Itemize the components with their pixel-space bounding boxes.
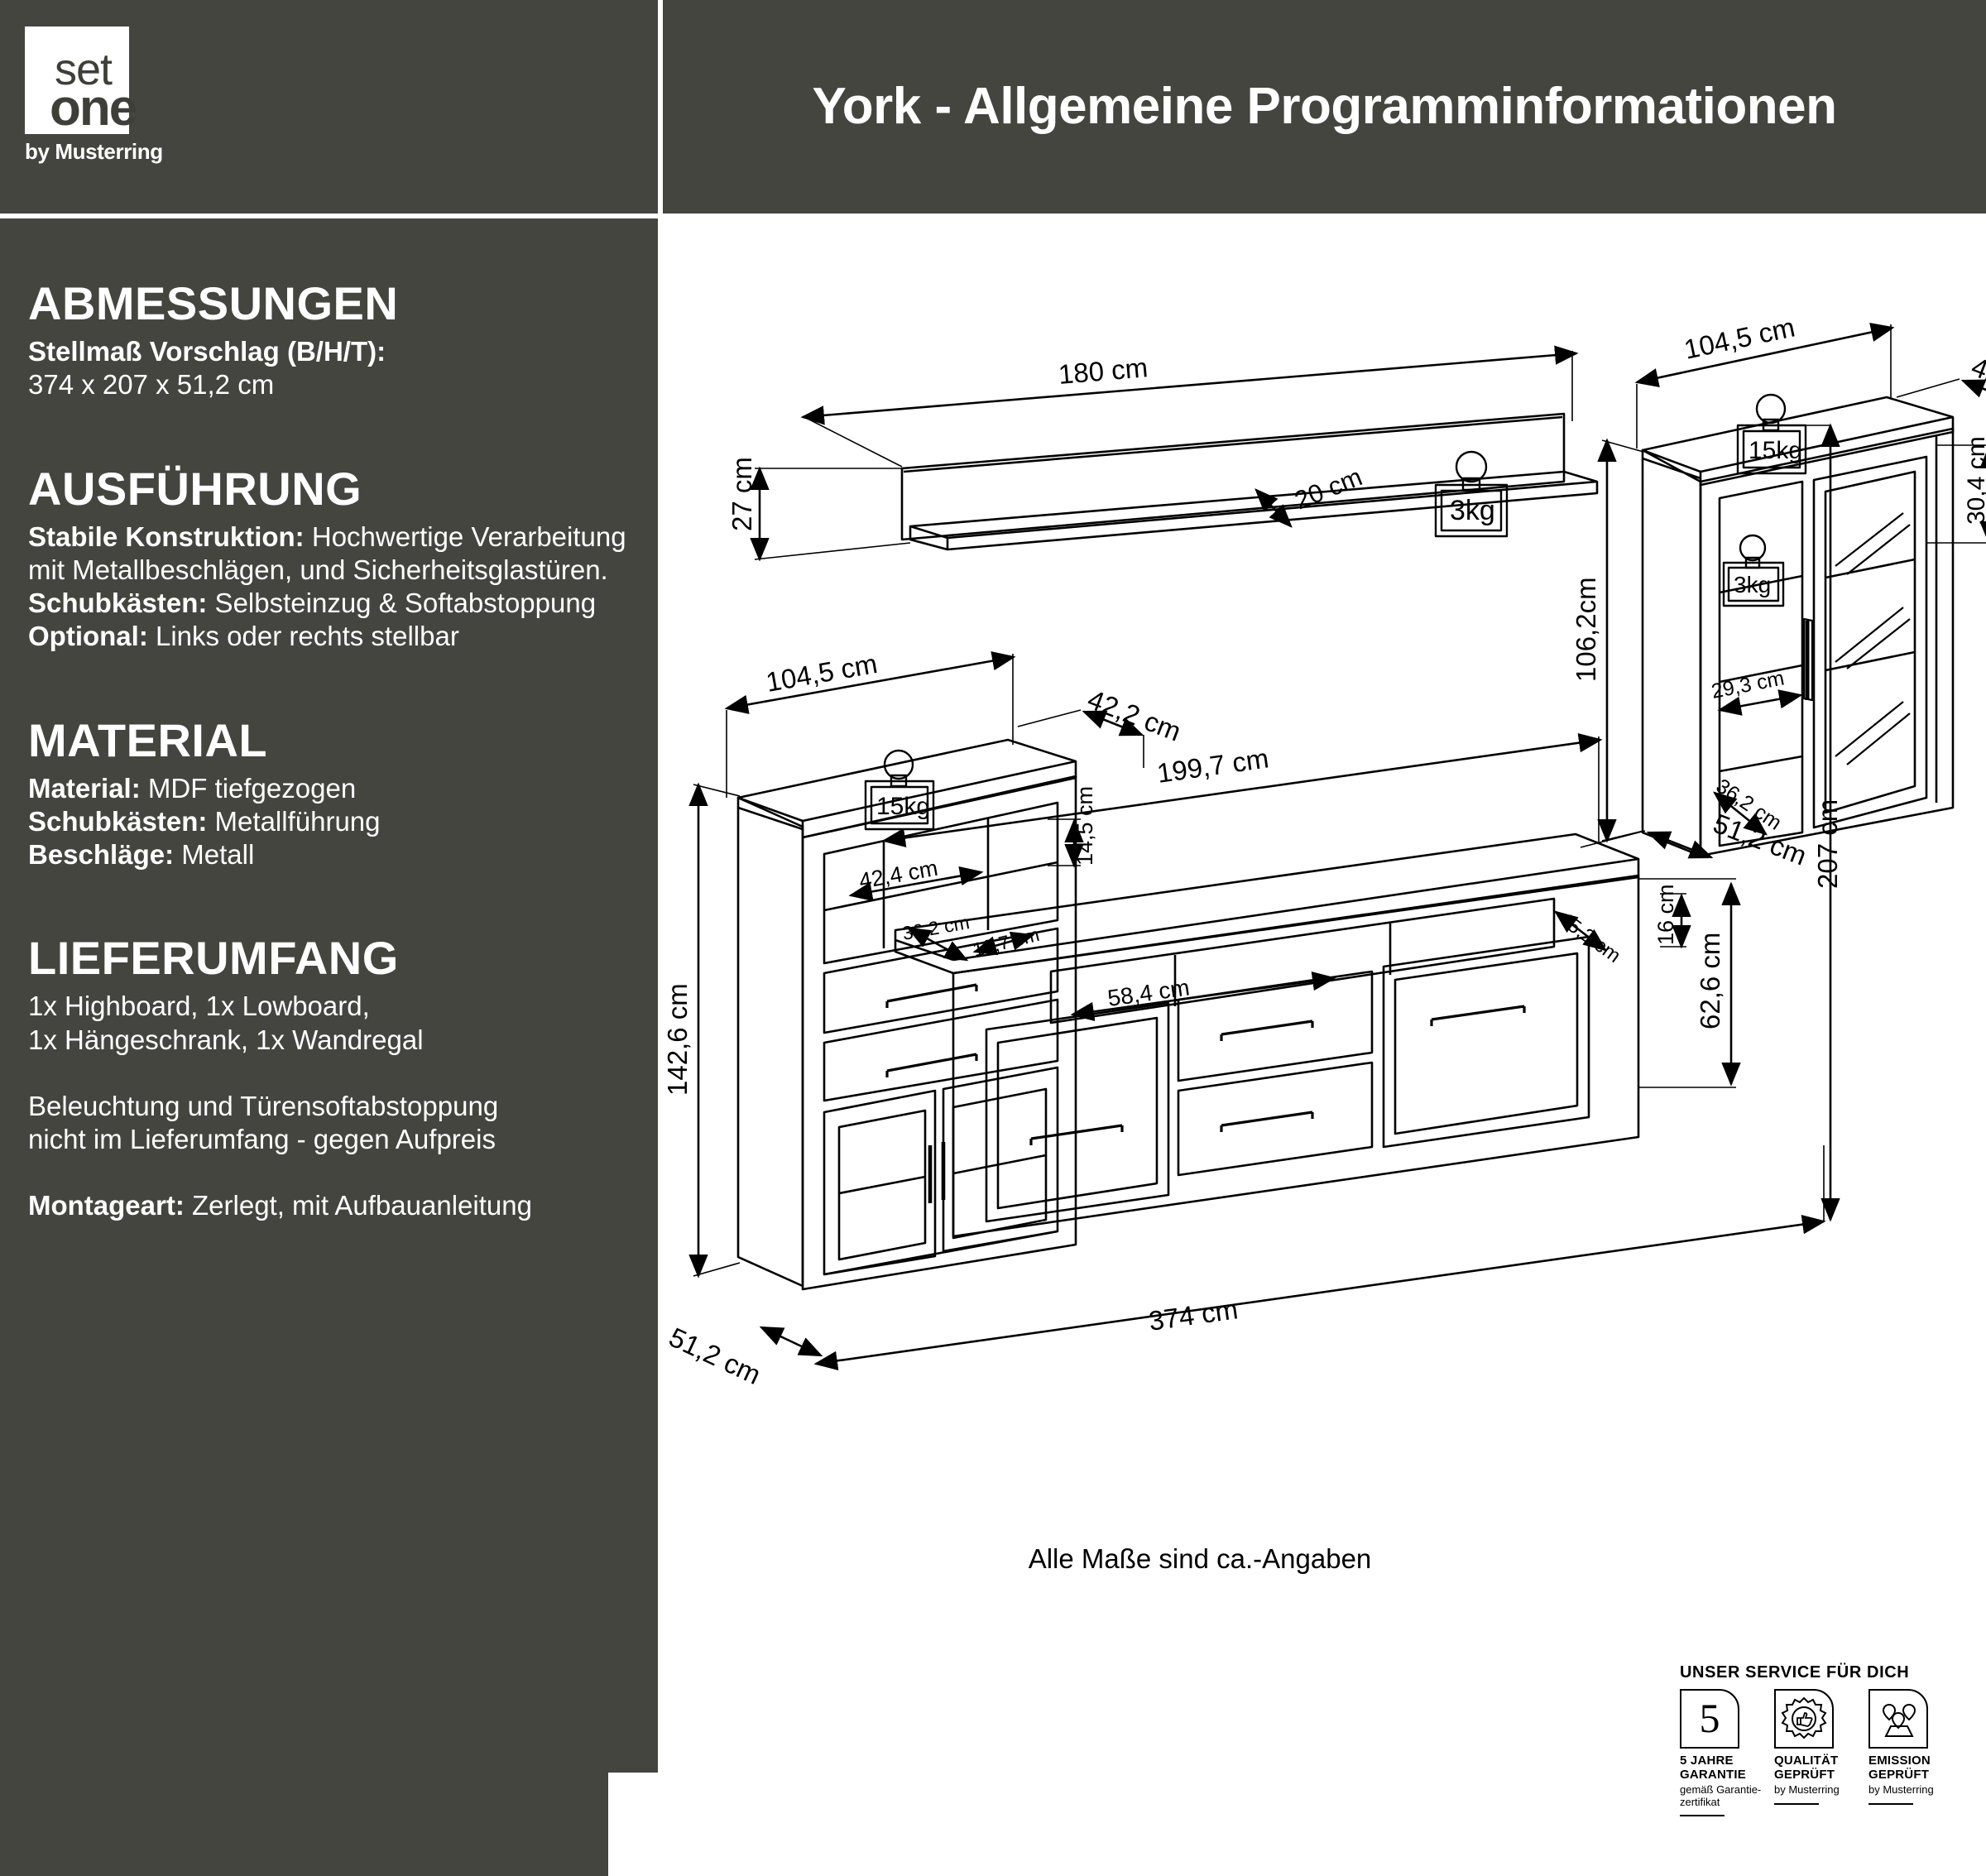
dim-207cm: 207 cm — [1812, 799, 1843, 889]
badge-quality: QUALITÄT GEPRÜFT by Musterring — [1774, 1689, 1857, 1816]
badge-emission: EMISSION GEPRÜFT by Musterring — [1868, 1689, 1951, 1816]
dim-20cm: 20 cm — [1291, 462, 1366, 515]
dim-293cm: 29,3 cm — [1710, 666, 1787, 703]
lieferumfang-line-2: 1x Hängeschrank, 1x Wandregal — [28, 1024, 424, 1055]
brand-logo-panel: set one by Musterring — [0, 0, 658, 214]
section-heading-abmessungen: ABMESSUNGEN — [28, 277, 399, 329]
load-3kg-shelf: 3kg — [1450, 495, 1495, 526]
load-15kg-highboard: 15kg — [876, 793, 930, 820]
badge-emission-title: EMISSION GEPRÜFT — [1868, 1754, 1931, 1782]
badge-divider — [1868, 1802, 1913, 1805]
dim-145cm: 14,5 cm — [1072, 786, 1097, 866]
lieferumfang-line-1: 1x Highboard, 1x Lowboard, — [28, 991, 370, 1022]
logo-divider — [25, 132, 129, 134]
dim-1045cm-hangingcabinet: 104,5 cm — [1681, 311, 1797, 364]
dim-304cm: 30,4 cm — [1963, 436, 1986, 525]
badge-guarantee-title: 5 JAHRE GARANTIE — [1680, 1754, 1746, 1782]
service-badges: UNSER SERVICE FÜR DICH 5 5 JAHRE GARANTI… — [1680, 1663, 1965, 1817]
dim-27cm: 27 cm — [727, 457, 757, 531]
lieferumfang-line-3: Beleuchtung und Türensoftabstoppung — [28, 1090, 499, 1121]
technical-drawing: 3kg 180 cm 27 cm 20 cm — [662, 218, 1986, 1642]
dim-512cm-highboard: 51,2 cm — [664, 1322, 765, 1390]
logo-box: set one — [25, 26, 137, 134]
measurement-note: Alle Maße sind ca.-Angaben — [1028, 1543, 1372, 1574]
badge-guarantee-sub: gemäß Garantie- zertifikat — [1680, 1782, 1762, 1808]
section-heading-lieferumfang: LIEFERUMFANG — [28, 932, 399, 985]
dim-374cm: 374 cm — [1147, 1293, 1240, 1336]
load-3kg-hangingcabinet: 3kg — [1734, 572, 1771, 597]
section-heading-material: MATERIAL — [28, 713, 268, 766]
logo-one-text: one — [50, 79, 137, 137]
ausfuehrung-line-1: Stabile Konstruktion: Hochwertige Verarb… — [28, 521, 626, 585]
title-panel: York - Allgemeine Programminformationen — [663, 0, 1986, 214]
dim-16cm: 16 cm — [1653, 884, 1678, 945]
badge-emission-sub: by Musterring — [1868, 1782, 1934, 1796]
badge-divider — [1774, 1802, 1819, 1805]
badge-quality-sub: by Musterring — [1774, 1782, 1840, 1796]
sidebar-footer-block — [0, 1773, 608, 1876]
measurement-note-wrap: Alle Maße sind ca.-Angaben — [828, 1543, 1572, 1575]
badge-quality-title: QUALITÄT GEPRÜFT — [1774, 1754, 1839, 1782]
montageart-line: Montageart: Zerlegt, mit Aufbauanleitung — [28, 1190, 532, 1221]
material-line-3: Beschläge: Metall — [28, 839, 255, 870]
dim-1062cm: 106,2cm — [1571, 577, 1601, 682]
info-sidebar: ABMESSUNGEN Stellmaß Vorschlag (B/H/T): … — [0, 218, 658, 1773]
logo-byline: by Musterring — [25, 139, 163, 164]
service-title: UNSER SERVICE FÜR DICH — [1680, 1663, 1910, 1682]
abmessungen-line-1: Stellmaß Vorschlag (B/H/T): — [28, 336, 386, 367]
badge-divider — [1680, 1815, 1725, 1817]
badge-guarantee: 5 5 JAHRE GARANTIE gemäß Garantie- zerti… — [1680, 1689, 1763, 1817]
material-line-1: Material: MDF tiefgezogen — [28, 772, 357, 804]
dim-422cm-highboard: 42,2 cm — [1083, 684, 1185, 747]
emission-icon — [1868, 1689, 1928, 1749]
abmessungen-line-2: 374 x 207 x 51,2 cm — [28, 369, 275, 401]
material-line-2: Schubkästen: Metallführung — [28, 805, 381, 837]
dim-1045cm-highboard: 104,5 cm — [764, 648, 880, 698]
logo-set-text: set — [55, 45, 113, 94]
ausfuehrung-line-2: Schubkästen: Selbsteinzug & Softabstoppu… — [28, 588, 597, 618]
page-header: set one by Musterring York - Allgemeine … — [0, 0, 1986, 214]
dim-626cm: 62,6 cm — [1695, 933, 1725, 1029]
dim-1997cm: 199,7 cm — [1155, 742, 1271, 789]
lieferumfang-line-4: nicht im Lieferumfang - gegen Aufpreis — [28, 1124, 496, 1154]
thumbs-up-seal-icon — [1774, 1689, 1834, 1749]
five-years-icon: 5 — [1680, 1689, 1739, 1749]
page-title: York - Allgemeine Programminformationen — [812, 78, 1837, 136]
ausfuehrung-line-3: Optional: Links oder rechts stellbar — [28, 621, 459, 652]
dim-180cm: 180 cm — [1058, 352, 1149, 390]
section-heading-ausfuehrung: AUSFÜHRUNG — [28, 462, 362, 515]
dim-1426cm: 142,6 cm — [662, 983, 693, 1096]
load-15kg-hangingcabinet: 15kg — [1749, 437, 1802, 464]
